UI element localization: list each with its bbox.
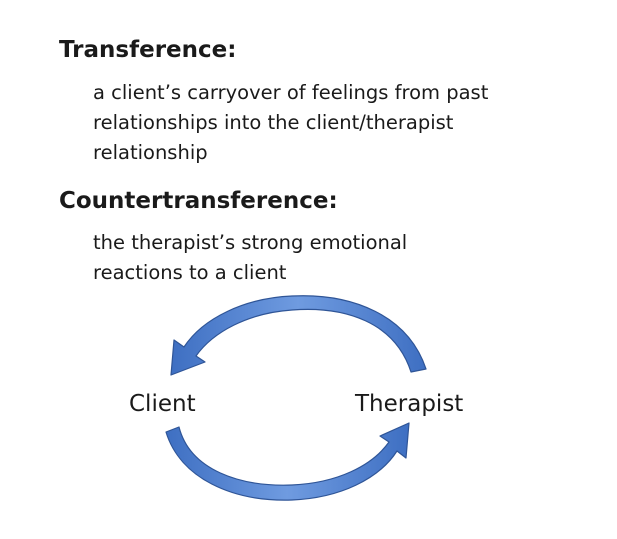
client-label: Client bbox=[129, 391, 196, 417]
definition-line: relationship bbox=[93, 141, 208, 164]
definition-line: relationships into the client/therapist bbox=[93, 111, 454, 134]
arrow-therapist-to-client bbox=[170, 295, 427, 376]
definition-line: the therapist’s strong emotional bbox=[93, 231, 408, 254]
definition-line: a client’s carryover of feelings from pa… bbox=[93, 81, 489, 104]
arrow-client-to-therapist bbox=[165, 422, 410, 501]
definition-countertransference: the therapist’s strong emotional reactio… bbox=[93, 228, 593, 288]
definition-line: reactions to a client bbox=[93, 261, 287, 284]
term-transference: Transference: bbox=[59, 37, 237, 63]
therapist-label: Therapist bbox=[355, 391, 464, 417]
term-countertransference: Countertransference: bbox=[59, 188, 338, 214]
definition-transference: a client’s carryover of feelings from pa… bbox=[93, 78, 593, 168]
